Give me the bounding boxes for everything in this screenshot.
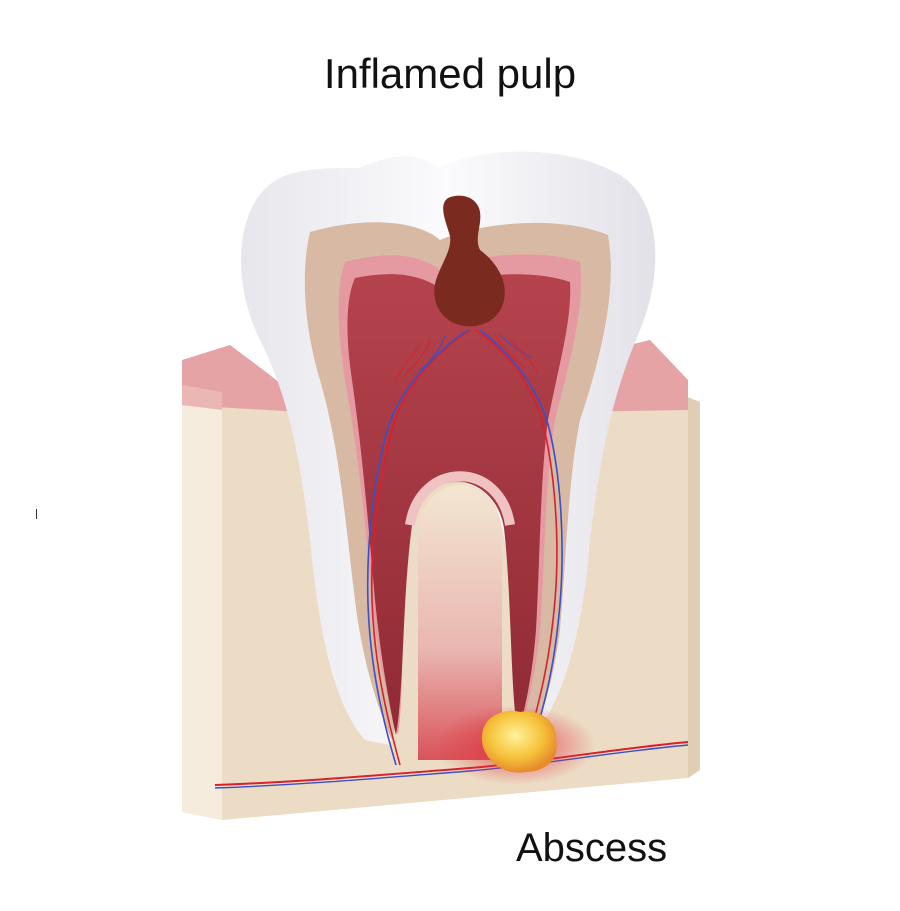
tooth bbox=[241, 151, 656, 760]
pulp bbox=[347, 274, 571, 735]
cavity bbox=[434, 195, 505, 327]
abscess bbox=[436, 705, 596, 785]
edge-mark bbox=[36, 509, 37, 519]
label-abscess: Abscess bbox=[516, 826, 668, 870]
label-inflamed-pulp: Inflamed pulp bbox=[323, 50, 577, 97]
root-arch bbox=[418, 485, 502, 760]
